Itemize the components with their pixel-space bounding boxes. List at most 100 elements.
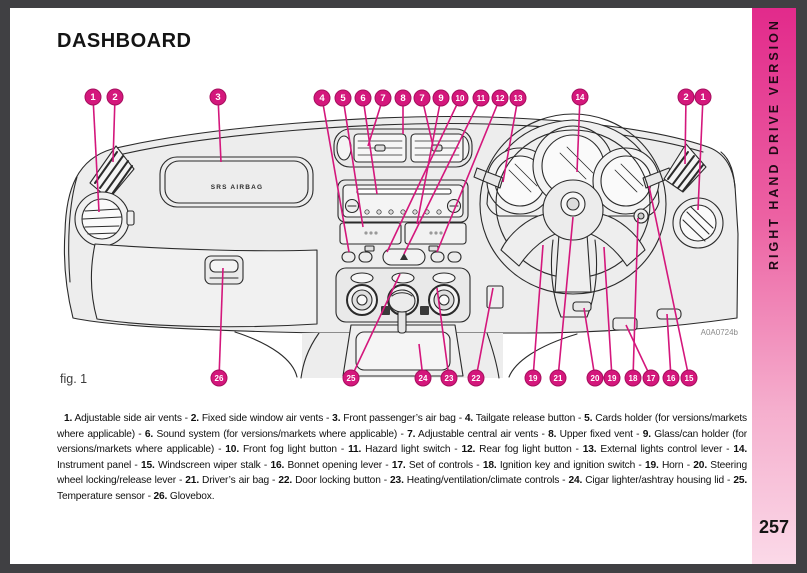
callout-line-13 [502, 97, 519, 183]
svg-text:2: 2 [112, 92, 117, 103]
callout-21: 21 [549, 369, 567, 387]
callout-line-25 [350, 273, 401, 379]
callout-4: 4 [313, 89, 331, 107]
svg-text:1: 1 [90, 92, 96, 103]
bonnet-lever [656, 308, 682, 320]
sound-system [337, 179, 469, 223]
callout-line-19 [532, 244, 544, 379]
callout-11: 11 [472, 89, 490, 107]
svg-text:21: 21 [554, 374, 563, 383]
svg-text:8: 8 [400, 93, 405, 104]
callout-25: 25 [342, 369, 360, 387]
callout-18: 18 [624, 369, 642, 387]
callout-2: 2 [106, 88, 124, 106]
legend-num: 17. [391, 459, 406, 471]
callout-line-1 [92, 96, 100, 213]
callout-14: 14 [571, 88, 589, 106]
svg-text:3: 3 [215, 92, 220, 103]
svg-text:25: 25 [347, 374, 356, 383]
callout-line-4 [321, 97, 350, 253]
hazard-triangle-icon [400, 253, 408, 260]
legend-num: 4. [464, 413, 474, 424]
callout-10: 10 [451, 89, 469, 107]
callout-16: 16 [662, 369, 680, 387]
callout-22: 22 [467, 369, 485, 387]
legend-num: 24. [568, 475, 583, 486]
svg-text:10: 10 [456, 94, 465, 103]
legend-num: 25. [733, 475, 748, 486]
callout-24: 24 [414, 369, 432, 387]
svg-text:19: 19 [529, 374, 538, 383]
callout-line-2 [684, 96, 687, 165]
instrument-cluster [486, 119, 660, 217]
callout-line-23 [436, 287, 450, 379]
legend-num: 16. [270, 459, 285, 471]
legend-num: 18. [482, 459, 497, 471]
svg-text:18: 18 [629, 374, 638, 383]
legend-num: 1. [64, 413, 73, 424]
controls-set [612, 317, 638, 331]
legend-num: 26. [153, 490, 168, 502]
manual-page: DASHBOARD [10, 8, 796, 564]
legend-num: 22. [278, 475, 293, 486]
right-side-vent [672, 197, 724, 249]
callout-6: 6 [354, 89, 372, 107]
callout-19: 19 [603, 369, 621, 387]
legend-num: 10. [225, 444, 239, 455]
callout-line-16 [666, 313, 672, 379]
switch-row [341, 248, 462, 266]
callout-line-10 [386, 97, 461, 253]
legend-num: 20. [693, 459, 707, 471]
callout-line-14 [576, 96, 581, 173]
passenger-airbag-panel [159, 156, 314, 208]
legend-num: 6. [144, 428, 154, 440]
legend-num: 8. [548, 428, 557, 440]
callout-line-26 [218, 267, 224, 379]
svg-text:17: 17 [647, 374, 656, 383]
svg-text:6: 6 [360, 93, 365, 104]
callout-line-5 [342, 97, 364, 228]
callout-line-17 [625, 324, 652, 379]
svg-text:2: 2 [683, 92, 688, 103]
central-vents [333, 128, 473, 168]
steering-lock-lever [572, 301, 592, 312]
callout-7: 7 [374, 89, 392, 107]
svg-text:16: 16 [667, 374, 676, 383]
callout-13: 13 [509, 89, 527, 107]
legend-num: 15. [140, 459, 155, 471]
steering-wheel [479, 113, 667, 295]
legend-num: 3. [332, 413, 341, 424]
ignition-switch [633, 208, 649, 224]
svg-text:15: 15 [685, 374, 694, 383]
callout-line-9 [416, 97, 442, 225]
dashboard-drawing: SRS AIRBAG A0A0724b 12345678791011121314… [63, 88, 739, 387]
callout-7: 7 [413, 89, 431, 107]
svg-text:7: 7 [419, 93, 424, 104]
left-side-vent [74, 191, 135, 247]
callout-line-6 [362, 97, 378, 195]
legend-num: 21. [185, 475, 199, 486]
callout-8: 8 [394, 89, 412, 107]
page-title: DASHBOARD [57, 30, 192, 52]
svg-text:11: 11 [477, 94, 486, 103]
svg-text:26: 26 [215, 374, 224, 383]
callout-line-11 [403, 97, 482, 255]
legend-num: 23. [390, 475, 404, 486]
svg-text:9: 9 [438, 93, 443, 104]
lights-stalk [473, 167, 504, 189]
callout-2: 2 [677, 88, 695, 106]
legend-num: 14. [733, 444, 748, 455]
callout-17: 17 [642, 369, 660, 387]
edition-side-tab: RIGHT HAND DRIVE VERSION 257 [752, 8, 796, 564]
callout-line-19 [603, 246, 613, 379]
storage-compartments [339, 222, 467, 252]
callout-line-1 [697, 96, 704, 211]
callout-20: 20 [586, 369, 604, 387]
callout-line-15 [648, 185, 690, 379]
svg-text:24: 24 [419, 374, 428, 383]
legend-num: 7. [407, 428, 416, 440]
airbag-label: SRS AIRBAG [211, 184, 264, 191]
figure-code: A0A0724b [701, 328, 739, 337]
